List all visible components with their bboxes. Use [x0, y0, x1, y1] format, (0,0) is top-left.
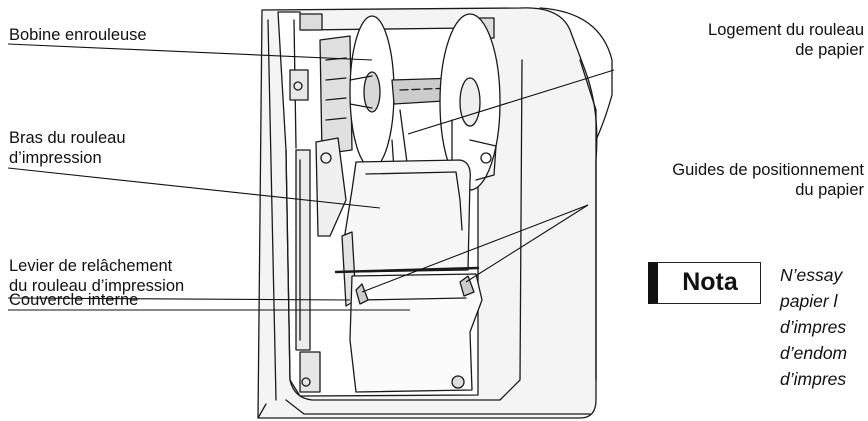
label-paper-positioning-guides: Guides de positionnement du papier [672, 161, 864, 199]
label-paper-roll-compartment: Logement du rouleau de papier [708, 21, 864, 59]
housing-side-panel [579, 59, 597, 381]
leader-positioning-guide-a [361, 204, 589, 293]
note-badge: Nota [648, 262, 761, 304]
print-unit [343, 159, 471, 273]
leader-paper-roll [407, 69, 615, 135]
housing-inner-edge [267, 19, 277, 401]
spool-holder [319, 35, 353, 155]
note-line: d’endom [780, 343, 848, 363]
positioning-guide-right [459, 275, 475, 297]
label-print-roller-release-lever: Levier de relâchement du rouleau d’impre… [9, 257, 185, 295]
leader-positioning-guide-b [465, 204, 589, 283]
note-line: N’essay [780, 265, 843, 285]
note-line: d’impres [780, 317, 847, 337]
note-line: papier l [780, 291, 838, 311]
leader-release-lever [7, 297, 351, 301]
leader-take-up-spool [7, 43, 373, 61]
leader-print-roller-arm [7, 167, 381, 209]
label-inner-cover: Couvercle interne [9, 291, 139, 309]
inner-cover-shape [349, 273, 483, 393]
housing-right-curve [539, 7, 613, 141]
note-text: N’essay papier l d’impres d’endom d’impr… [780, 262, 847, 392]
paper-path [334, 266, 480, 274]
label-print-roller-arm: Bras du rouleau d’impression [9, 129, 126, 167]
positioning-guide-left [355, 283, 369, 305]
label-take-up-spool: Bobine enrouleuse [9, 26, 147, 44]
top-clip-left [299, 13, 323, 31]
note-line: d’impres [780, 369, 847, 389]
